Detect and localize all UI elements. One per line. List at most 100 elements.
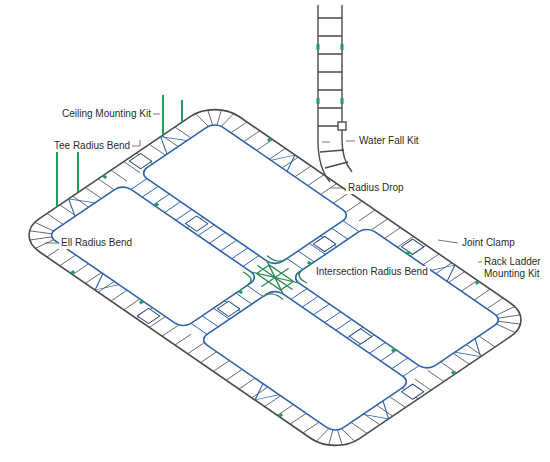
rung: [487, 298, 503, 309]
rung: [428, 371, 444, 382]
rung: [30, 231, 52, 246]
rung: [436, 263, 452, 274]
rung: [98, 281, 114, 292]
leader-lines: [45, 114, 488, 262]
rung: [131, 179, 147, 190]
rung: [291, 289, 307, 300]
rung: [35, 238, 53, 251]
rung: [124, 299, 140, 310]
rung: [60, 205, 76, 216]
rung: [213, 361, 229, 372]
rung: [407, 252, 410, 254]
rung: [325, 312, 341, 323]
rung: [188, 343, 204, 354]
rung: [218, 114, 237, 127]
rung: [231, 122, 247, 133]
rung: [111, 290, 127, 301]
rung: [140, 301, 143, 303]
rung: [282, 157, 298, 168]
rung: [453, 353, 469, 364]
rack-ladder-mounting-kits: [20, 103, 530, 451]
rung: [474, 289, 490, 300]
rung: [308, 262, 311, 264]
rung: [175, 334, 191, 345]
rung: [239, 378, 255, 389]
callout-label: Water Fall Kit: [357, 135, 421, 147]
rung: [332, 228, 348, 239]
callout-label: Intersection Radius Bend: [314, 266, 430, 278]
rung: [277, 405, 293, 416]
rung: [155, 204, 158, 206]
rung: [153, 194, 169, 205]
rung: [98, 179, 114, 190]
ladder-clamps: [318, 44, 342, 104]
rung: [496, 305, 514, 318]
rung: [236, 293, 252, 304]
callout-label: Joint Clamp: [460, 237, 517, 249]
rung: [252, 387, 268, 398]
rung: [392, 358, 408, 369]
rung: [247, 286, 263, 297]
rung: [295, 166, 311, 177]
rung: [441, 362, 457, 373]
rung: [461, 280, 477, 291]
callout-label: Radius Drop: [346, 182, 406, 194]
rung: [199, 110, 221, 125]
rung: [239, 291, 242, 293]
rung: [336, 319, 352, 330]
rung: [243, 256, 259, 267]
intersection-radius-bend: [235, 250, 315, 305]
outer-tray-rail: [15, 100, 535, 455]
rung: [149, 144, 165, 155]
rung: [202, 316, 218, 327]
rung: [351, 422, 367, 433]
rung: [343, 221, 359, 232]
rung: [221, 240, 237, 251]
rung: [329, 430, 351, 445]
rung: [279, 414, 282, 416]
rung: [321, 184, 337, 195]
rung: [333, 192, 349, 203]
tray-window: [199, 288, 411, 433]
rung: [71, 271, 74, 273]
callout-label: Ceiling Mounting Kit: [60, 108, 153, 120]
rung: [303, 422, 319, 433]
callout-label: Rack Ladder Mounting Kit: [482, 256, 546, 280]
rung: [60, 255, 76, 266]
rung: [176, 209, 192, 220]
rung: [392, 349, 395, 351]
rung: [73, 264, 89, 275]
rung: [298, 251, 314, 262]
rung: [226, 369, 242, 380]
tray-window: [139, 122, 351, 267]
rung: [423, 254, 439, 265]
rung: [201, 352, 217, 363]
rung: [287, 259, 303, 270]
rung: [103, 176, 106, 178]
rung: [142, 186, 158, 197]
rung: [313, 304, 329, 315]
rung: [381, 350, 397, 361]
rung: [162, 325, 178, 336]
rung: [302, 296, 318, 307]
rung: [165, 202, 181, 213]
rung: [191, 323, 207, 334]
rung: [268, 139, 271, 141]
rung: [372, 219, 388, 230]
rung: [47, 213, 63, 224]
rung: [369, 343, 385, 354]
callout-label: Ell Radius Bend: [59, 237, 134, 249]
rung: [359, 210, 375, 221]
rung: [35, 220, 54, 233]
rung: [111, 170, 127, 181]
rung: [290, 413, 306, 424]
rung: [389, 396, 405, 407]
rung: [85, 187, 101, 198]
rung: [232, 248, 248, 259]
tee-bend-fillets: [15, 100, 535, 455]
rung: [175, 127, 191, 138]
rung: [339, 429, 357, 442]
rung: [403, 366, 419, 377]
rung: [209, 233, 225, 244]
